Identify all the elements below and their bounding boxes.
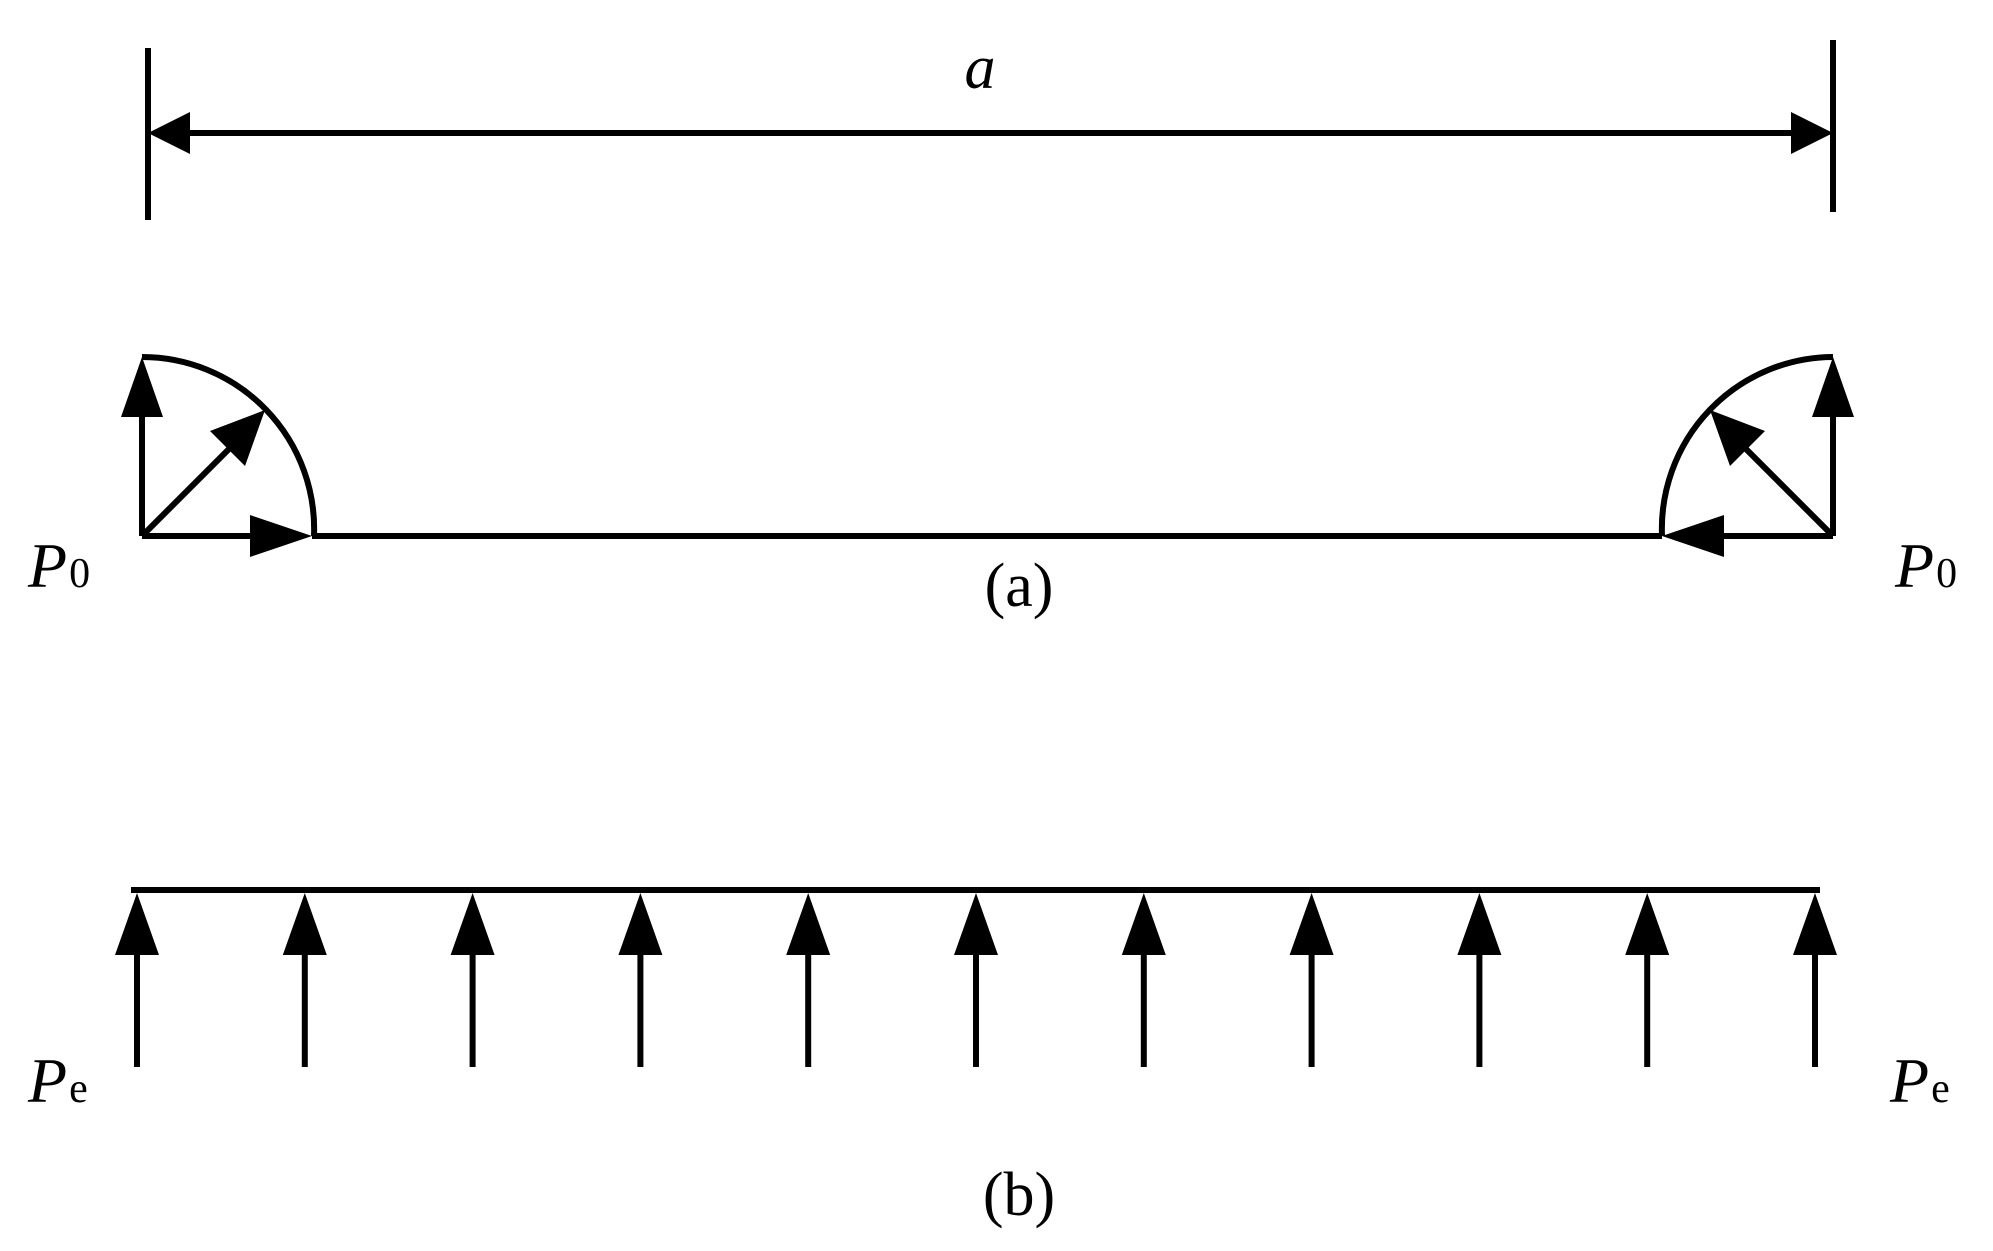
panel-a-right-diagonal-shaft	[1736, 439, 1836, 539]
panel-b-arrowhead	[1793, 893, 1837, 955]
panel-a-left-label: P0	[27, 530, 90, 601]
panel-a: P0 P0 (a)	[27, 353, 1957, 620]
panel-b-arrowhead	[1457, 893, 1502, 955]
panel-b-arrowhead	[786, 893, 831, 955]
panel-b-arrowhead	[954, 893, 998, 955]
panel-a-caption: (a)	[985, 552, 1054, 620]
panel-b-arrowhead	[282, 893, 327, 955]
panel-b-arrowhead	[1121, 893, 1166, 955]
panel-a-left-vertical-arrowhead	[121, 357, 163, 417]
panel-a-right-label: P0	[1894, 530, 1957, 601]
panel-a-left-horizontal-arrowhead	[250, 515, 312, 557]
panel-a-right-arc	[1658, 354, 1834, 537]
dimension-symbol: a	[965, 34, 996, 102]
dimension-a: a	[145, 34, 1836, 220]
panel-b-arrows	[115, 893, 1837, 1067]
panel-a-right-vertical-arrowhead	[1812, 357, 1854, 417]
panel-a-left-arc	[141, 353, 318, 537]
panel-a-left-diagonal-arrowhead	[210, 410, 265, 466]
panel-b-right-label: Pe	[1889, 1045, 1950, 1116]
panel-b-left-label: Pe	[27, 1045, 88, 1116]
panel-a-right-diagonal-arrowhead	[1710, 410, 1765, 466]
panel-b-arrowhead	[115, 893, 159, 955]
panel-b-arrowhead	[1625, 893, 1670, 955]
panel-b-arrowhead	[1289, 893, 1334, 955]
panel-b-caption: (b)	[983, 1161, 1055, 1229]
panel-b: Pe Pe (b)	[27, 887, 1950, 1229]
panel-a-left-diagonal-shaft	[139, 439, 239, 539]
panel-a-right-horizontal-arrowhead	[1662, 515, 1724, 557]
panel-b-arrowhead	[450, 893, 495, 955]
dimension-arrowhead-right	[1791, 112, 1833, 154]
dimension-arrowhead-left	[148, 112, 190, 154]
panel-b-arrowhead	[618, 893, 663, 955]
